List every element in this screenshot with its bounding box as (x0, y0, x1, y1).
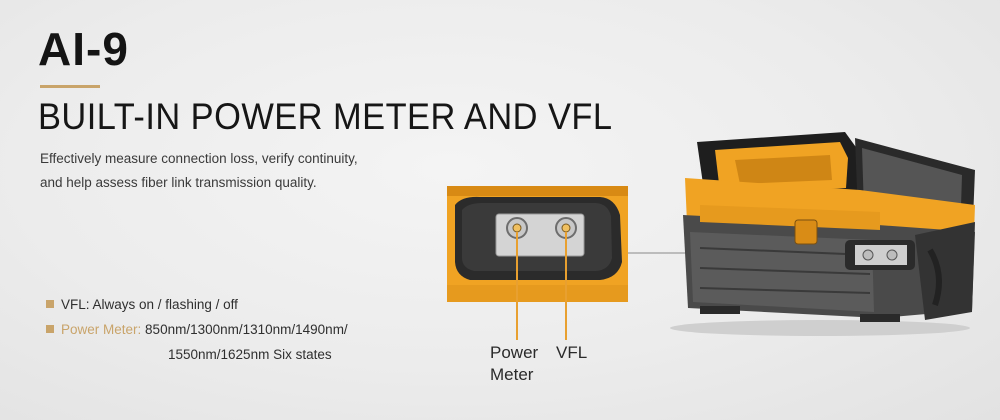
title-underline (40, 85, 100, 88)
spec-pm-value-1: 850nm/1300nm/1310nm/1490nm/ (145, 322, 348, 337)
spec-pm-label: Power Meter: (61, 322, 142, 337)
fusion-splicer-device (670, 132, 975, 336)
description-line-2: and help assess fiber link transmission … (40, 175, 317, 190)
spec-list: VFL: Always on / flashing / off Power Me… (46, 292, 348, 367)
bullet-square-icon (46, 300, 54, 309)
power-meter-label-line-2: Meter (490, 365, 534, 384)
spec-vfl: VFL: Always on / flashing / off (46, 292, 348, 317)
bullet-square-icon (46, 325, 54, 334)
zoom-inset (447, 186, 628, 302)
description: Effectively measure connection loss, ver… (40, 147, 420, 195)
headline: BUILT-IN POWER METER AND VFL (38, 96, 613, 137)
spec-vfl-value: Always on / flashing / off (92, 297, 238, 312)
vfl-callout-label: VFL (556, 343, 588, 362)
spec-vfl-label: VFL: (61, 297, 90, 312)
spec-power-meter: Power Meter: 850nm/1300nm/1310nm/1490nm/ (46, 317, 348, 342)
spec-power-meter-cont: 1550nm/1625nm Six states (46, 342, 348, 367)
power-meter-label-line-1: Power (490, 343, 539, 362)
description-line-1: Effectively measure connection loss, ver… (40, 151, 358, 166)
power-meter-callout-label: Power Meter (490, 342, 538, 386)
spec-pm-value-2: 1550nm/1625nm Six states (168, 347, 332, 362)
strap-buckle-icon (794, 219, 818, 245)
model-title: AI-9 (38, 23, 129, 75)
